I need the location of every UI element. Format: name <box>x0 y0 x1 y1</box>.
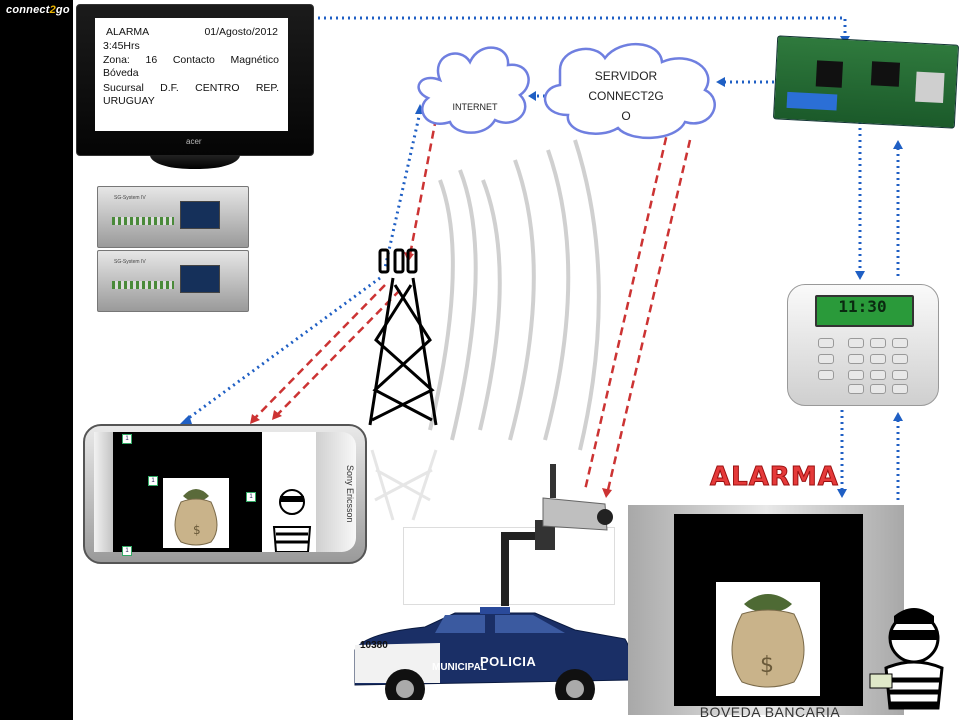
board-chip-1 <box>815 60 844 88</box>
connect2go-logo: connect2go <box>6 4 70 16</box>
rack-leds-1 <box>112 217 174 225</box>
tower-reflection <box>370 449 438 521</box>
security-camera-icon <box>501 464 613 606</box>
link-internet-tower <box>383 111 422 269</box>
robber-icon <box>869 608 944 710</box>
communicator-board <box>772 35 960 129</box>
server-label-line1: SERVIDOR <box>594 69 658 83</box>
board-chip-2 <box>870 61 901 87</box>
arrow-server <box>716 77 725 87</box>
rack-label-2: SG-System IV <box>114 259 146 265</box>
arrow-keypad-bottom <box>893 412 903 421</box>
phone-badge-4: 1 <box>122 546 132 556</box>
arrow-phone <box>180 415 192 424</box>
alarm-branch: Sucursal D.F. CENTRO REP. URUGUAY <box>103 82 279 107</box>
arrow-board-bottom <box>893 140 903 149</box>
rack-leds-2 <box>112 281 174 289</box>
phone-brand: Sony Ericsson <box>345 465 355 523</box>
server-cloud <box>543 43 716 139</box>
link-red-server-camera-2 <box>606 139 692 491</box>
car-number: 10380 <box>360 640 388 651</box>
money-bag-image-small: $ <box>163 478 229 548</box>
link-red-tower-phone-2 <box>277 289 401 415</box>
sidebar <box>0 0 73 720</box>
phone-robber-panel <box>262 432 316 553</box>
server-label: SERVIDOR CONNECT2G O <box>576 66 676 126</box>
rack-display-2 <box>180 265 220 293</box>
arrow-keypad <box>855 271 865 280</box>
internet-cloud <box>417 46 530 134</box>
rack-label-1: SG-System IV <box>114 195 146 201</box>
antenna-tower <box>368 248 438 426</box>
phone-right-bezel <box>316 432 356 552</box>
keypad-time: 11:30 <box>838 297 887 316</box>
monitor-stand <box>150 155 240 169</box>
arrow-internet <box>528 91 536 101</box>
link-monitor-board <box>312 16 847 40</box>
svg-text:$: $ <box>760 653 774 678</box>
car-municipal-label: MUNICIPAL <box>432 662 487 673</box>
alarm-label: ALARMA <box>106 26 150 38</box>
rack-display-1 <box>180 201 220 229</box>
money-bag-image: $ <box>716 582 820 696</box>
phone-left-bezel <box>94 432 116 552</box>
link-tower-phone <box>185 276 381 422</box>
monitor-brand: acer <box>186 137 202 146</box>
link-red-tower-phone-1 <box>254 284 386 419</box>
alarm-time: 3:45Hrs <box>103 40 140 52</box>
police-car <box>354 607 633 700</box>
radio-waves <box>428 139 601 451</box>
board-ethernet-port <box>915 71 945 104</box>
vault-label: BOVEDA BANCARIA <box>699 704 841 720</box>
logo-text-c: go <box>55 4 70 16</box>
logo-text-a: connect <box>6 4 50 16</box>
keypad-keys <box>818 338 918 394</box>
keypad-lcd <box>815 295 914 327</box>
svg-text:$: $ <box>193 523 201 537</box>
logo-text-b: 2 <box>49 4 56 16</box>
alarm-zone: Zona: 16 Contacto Magnético Bóveda <box>103 54 279 79</box>
arrow-vault <box>837 489 847 498</box>
rack-unit-2: SG-System IV <box>97 250 249 312</box>
phone-badge-2: 1 <box>148 476 158 486</box>
board-terminal-block <box>786 91 838 111</box>
alarm-header: ALARMA 01/Agosto/2012 <box>106 26 278 39</box>
robber-icon-small <box>272 489 312 553</box>
server-label-line3: O <box>621 109 631 123</box>
link-red-internet-tower <box>408 117 438 256</box>
alarm-banner: ALARMA <box>710 462 839 493</box>
monitor-screen <box>95 18 288 131</box>
alarm-date: 01/Agosto/2012 <box>204 26 278 38</box>
car-police-label: POLICIA <box>480 654 537 669</box>
server-label-line2: CONNECT2G <box>588 89 664 103</box>
internet-label: INTERNET <box>452 102 498 112</box>
phone-badge-3: 1 <box>246 492 256 502</box>
phone-badge-1: 1 <box>122 434 132 444</box>
rack-unit-1: SG-System IV <box>97 186 249 248</box>
